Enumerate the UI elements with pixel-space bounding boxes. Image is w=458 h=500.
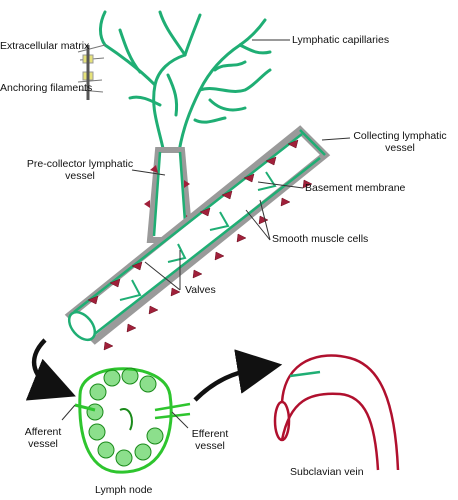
label-afferent-vessel: Afferent vessel: [24, 426, 62, 450]
leader-lines: [131, 39, 351, 291]
label-lymph-node: Lymph node: [95, 484, 153, 496]
label-anchoring-filaments: Anchoring filaments: [0, 82, 93, 94]
subclavian-vein: [273, 354, 400, 471]
label-lymphatic-capillaries: Lymphatic capillaries: [292, 34, 390, 46]
label-pre-collector-lymphatic-vessel: Pre-collector lymphatic vessel: [26, 158, 134, 182]
lymphatic-capillaries: [99, 10, 272, 160]
label-valves: Valves: [185, 284, 216, 296]
anchoring-filaments: [77, 44, 106, 100]
flow-arrows: [25, 338, 283, 402]
label-basement-membrane: Basement membrane: [305, 182, 406, 194]
label-subclavian-vein: Subclavian vein: [290, 466, 364, 478]
lymph-node: [61, 367, 191, 474]
label-efferent-vessel: Efferent vessel: [191, 428, 229, 452]
label-extracellular-matrix: Extracellular matrix: [0, 40, 90, 52]
label-smooth-muscle-cells: Smooth muscle cells: [272, 233, 369, 245]
label-collecting-lymphatic-vessel: Collecting lymphatic vessel: [353, 130, 447, 154]
